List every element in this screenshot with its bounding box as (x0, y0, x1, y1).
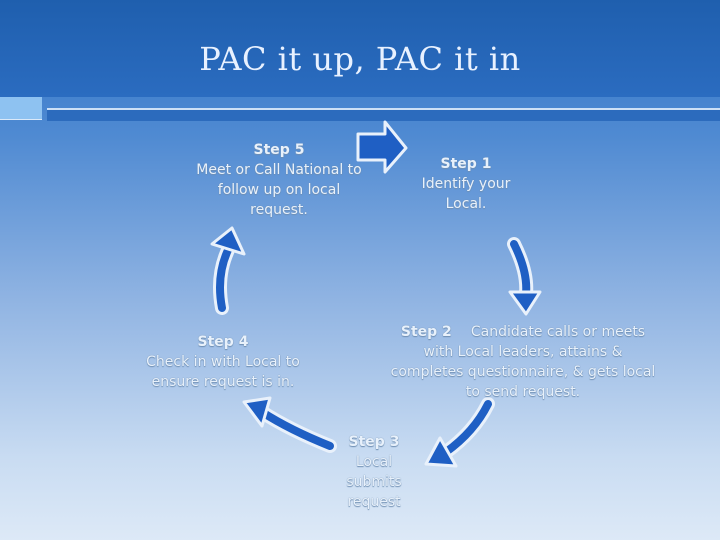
arrow-step5-to-step1 (356, 120, 408, 174)
step-3: Step 3 Local submits request (336, 432, 412, 512)
step-4: Step 4 Check in with Local to ensure req… (134, 332, 312, 392)
arrow-step1-to-step2 (507, 237, 542, 316)
step-2: Step 2 Candidate calls or meets with Loc… (388, 322, 658, 402)
step-4-text: Check in with Local to ensure request is… (146, 354, 300, 390)
step-5-text: Meet or Call National to follow up on lo… (196, 162, 362, 218)
title-bar (0, 0, 720, 97)
step-1-text: Identify your Local. (421, 176, 511, 212)
step-2-text: Candidate calls or meets with Local lead… (390, 324, 656, 400)
step-3-label: Step 3 (348, 434, 400, 450)
title-accent-block (0, 97, 42, 120)
slide-title: PAC it up, PAC it in (199, 40, 521, 78)
arrow-step3-to-step4 (242, 396, 337, 453)
title-accent-line (47, 108, 720, 121)
step-3-text: Local submits request (346, 454, 402, 510)
step-4-label: Step 4 (197, 334, 249, 350)
step-2-label: Step 2 (400, 324, 467, 340)
arrow-step2-to-step3 (424, 397, 495, 468)
step-1-label: Step 1 (440, 156, 492, 172)
arrow-step4-to-step5 (210, 226, 246, 315)
step-1: Step 1 Identify your Local. (418, 154, 514, 214)
step-5-label: Step 5 (253, 142, 305, 158)
step-5: Step 5 Meet or Call National to follow u… (196, 140, 362, 220)
